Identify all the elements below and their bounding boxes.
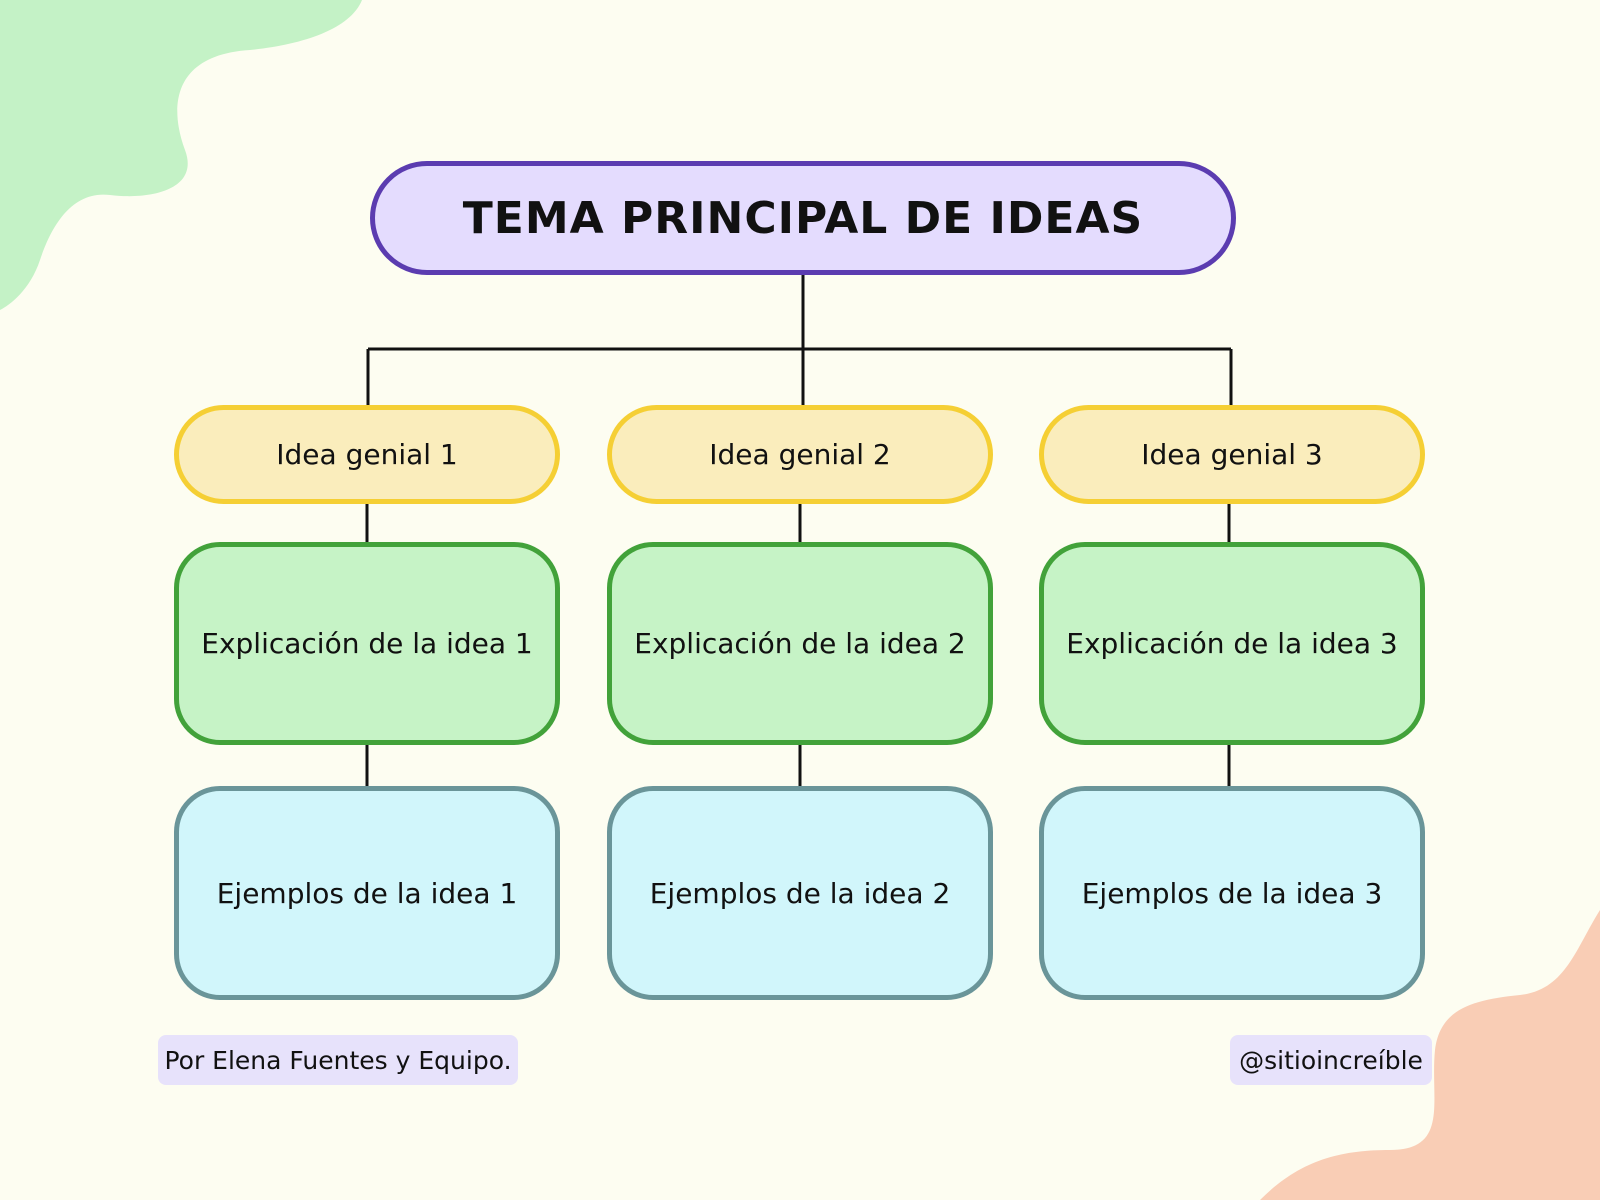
idea-node-1: Idea genial 1 bbox=[174, 405, 560, 504]
examples-label-2: Ejemplos de la idea 2 bbox=[649, 876, 951, 910]
decorative-blob-top-left bbox=[0, 0, 362, 310]
explanation-node-2: Explicación de la idea 2 bbox=[607, 542, 993, 745]
idea-label-1: Idea genial 1 bbox=[276, 438, 458, 471]
idea-node-3: Idea genial 3 bbox=[1039, 405, 1425, 504]
decorative-blob-bottom-right bbox=[1260, 910, 1600, 1200]
idea-node-2: Idea genial 2 bbox=[607, 405, 993, 504]
idea-label-3: Idea genial 3 bbox=[1141, 438, 1323, 471]
explanation-label-1: Explicación de la idea 1 bbox=[201, 627, 533, 660]
social-handle-label: @sitioincreíble bbox=[1239, 1045, 1423, 1075]
explanation-node-1: Explicación de la idea 1 bbox=[174, 542, 560, 745]
examples-node-2: Ejemplos de la idea 2 bbox=[607, 786, 993, 1000]
examples-label-1: Ejemplos de la idea 1 bbox=[216, 876, 518, 910]
idea-label-2: Idea genial 2 bbox=[709, 438, 891, 471]
explanation-label-2: Explicación de la idea 2 bbox=[634, 627, 966, 660]
explanation-label-3: Explicación de la idea 3 bbox=[1066, 627, 1398, 660]
author-credit-label: Por Elena Fuentes y Equipo. bbox=[164, 1045, 512, 1075]
examples-node-3: Ejemplos de la idea 3 bbox=[1039, 786, 1425, 1000]
main-topic-node: TEMA PRINCIPAL DE IDEAS bbox=[370, 161, 1236, 275]
author-credit: Por Elena Fuentes y Equipo. bbox=[158, 1035, 518, 1085]
explanation-node-3: Explicación de la idea 3 bbox=[1039, 542, 1425, 745]
social-handle: @sitioincreíble bbox=[1230, 1035, 1432, 1085]
main-topic-label: TEMA PRINCIPAL DE IDEAS bbox=[462, 192, 1144, 244]
examples-label-3: Ejemplos de la idea 3 bbox=[1081, 876, 1383, 910]
examples-node-1: Ejemplos de la idea 1 bbox=[174, 786, 560, 1000]
